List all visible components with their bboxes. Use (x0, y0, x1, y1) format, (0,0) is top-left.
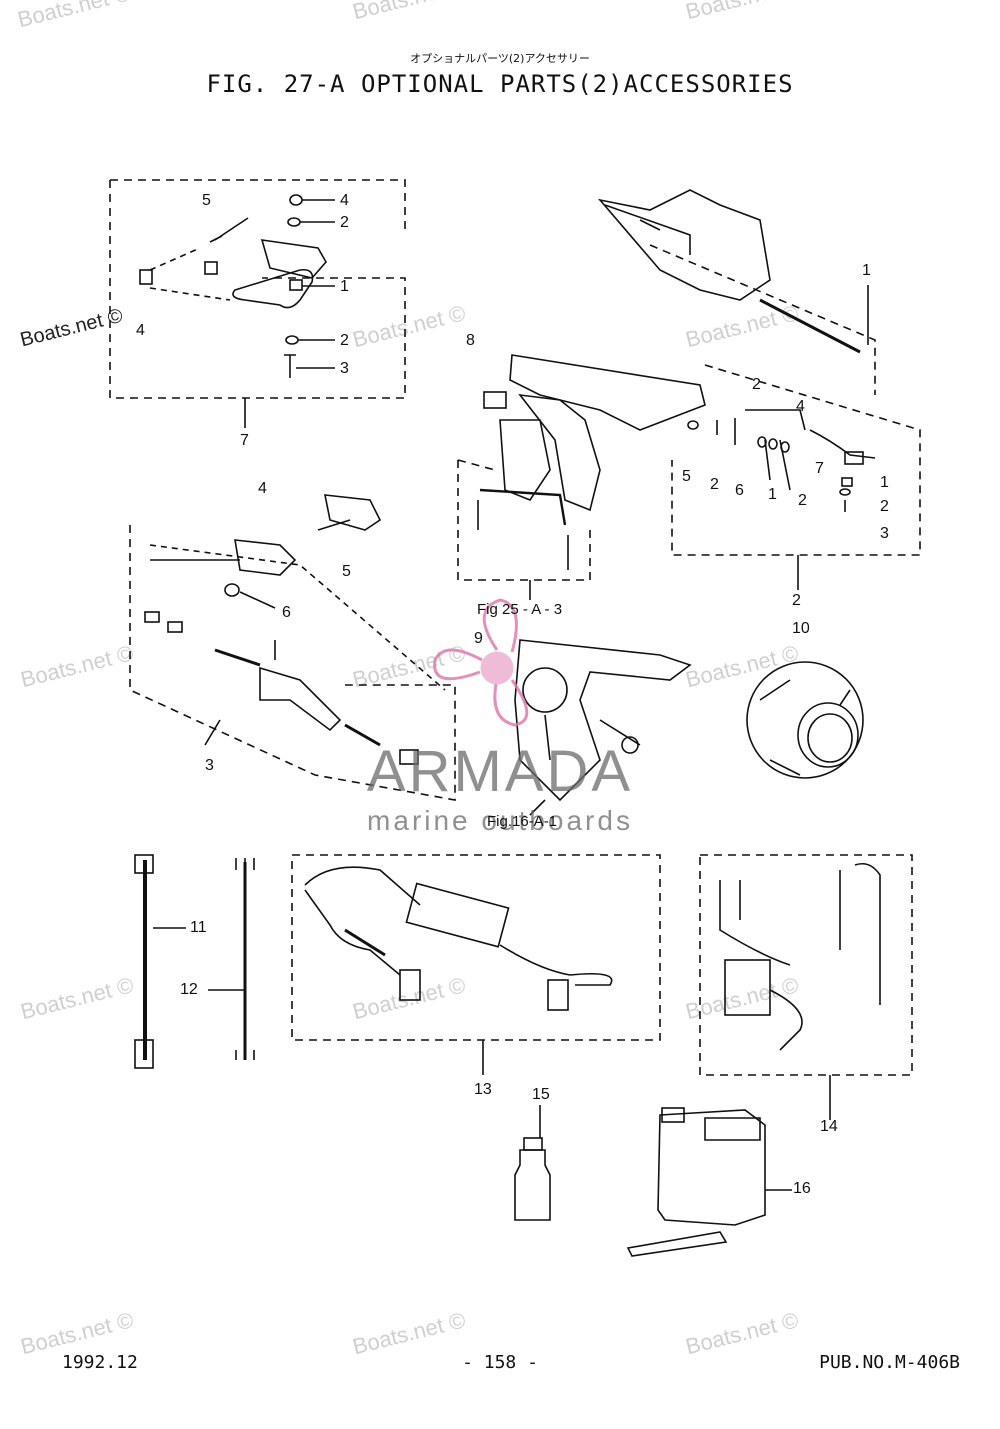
fig25-box (457, 459, 591, 581)
callout-12: 12 (180, 981, 198, 998)
title-japanese: オプショナルパーツ(2)アクセサリー (410, 52, 590, 65)
callout-2-3: 3 (880, 525, 889, 542)
callout-15: 15 (532, 1086, 550, 1103)
armada-logo-mark (433, 598, 529, 727)
callout-7-4b: 4 (136, 322, 145, 339)
callout-16: 16 (793, 1180, 811, 1197)
armada-brand-subtitle: marine outboards (367, 805, 633, 836)
callout-3: 3 (205, 757, 214, 774)
callout-10: 10 (792, 620, 810, 637)
callout-8: 8 (466, 332, 475, 349)
callout-2-2a: 2 (710, 476, 719, 493)
group-3-box (129, 525, 456, 801)
callout-7: 7 (240, 432, 249, 449)
fuel-pump-part (405, 882, 510, 948)
callout-2-2b: 2 (798, 492, 807, 509)
callout-2-7: 7 (815, 460, 824, 477)
footer-pub-number: PUB.NO.M-406B (819, 1352, 960, 1373)
callout-2-1a: 1 (768, 486, 777, 503)
callout-2-2c: 2 (880, 498, 889, 515)
callout-7-1: 1 (340, 278, 349, 295)
footer-date: 1992.12 (62, 1352, 138, 1373)
callout-2-6: 6 (735, 482, 744, 499)
armada-brand: ARMADA (366, 739, 634, 804)
callout-14: 14 (820, 1118, 838, 1135)
callout-2-top: 2 (752, 376, 761, 393)
callout-3-4: 4 (258, 480, 267, 497)
group-14-box (699, 854, 913, 1076)
canister-16 (657, 1109, 766, 1226)
callout-9: 9 (474, 630, 483, 647)
footer-page-number: - 158 - (462, 1352, 538, 1373)
callout-3-6: 6 (282, 604, 291, 621)
group-13-box (291, 854, 661, 1041)
callout-7-2b: 2 (340, 332, 349, 349)
callout-7-4: 4 (340, 192, 349, 209)
callout-7-5: 5 (202, 192, 211, 209)
cdi-unit-part (724, 959, 771, 1016)
callout-7-3: 3 (340, 360, 349, 377)
bracket-assembly (509, 354, 706, 431)
callout-7-2: 2 (340, 214, 349, 231)
callout-1-engine: 1 (862, 262, 871, 279)
callout-2-1b: 1 (880, 474, 889, 491)
fig16-reference: Fig.16-A-1 (487, 813, 558, 830)
callout-11: 11 (190, 919, 207, 936)
callout-2: 2 (792, 592, 801, 609)
plate-part (234, 539, 297, 576)
callout-3-5: 5 (342, 563, 351, 580)
nozzle-part (746, 661, 864, 779)
bottle-15 (514, 1149, 551, 1221)
gearcase (514, 639, 692, 802)
arm-part (232, 268, 314, 309)
group-7-box (109, 179, 406, 399)
callout-2-4: 4 (796, 398, 805, 415)
callout-13: 13 (474, 1081, 492, 1098)
figure-title: FIG. 27-A OPTIONAL PARTS(2)ACCESSORIES (206, 70, 794, 98)
fig25-reference: Fig 25 - A - 3 (477, 601, 563, 618)
callout-2-5: 5 (682, 468, 691, 485)
bracket-part (260, 239, 327, 279)
engine-outline (597, 189, 771, 301)
